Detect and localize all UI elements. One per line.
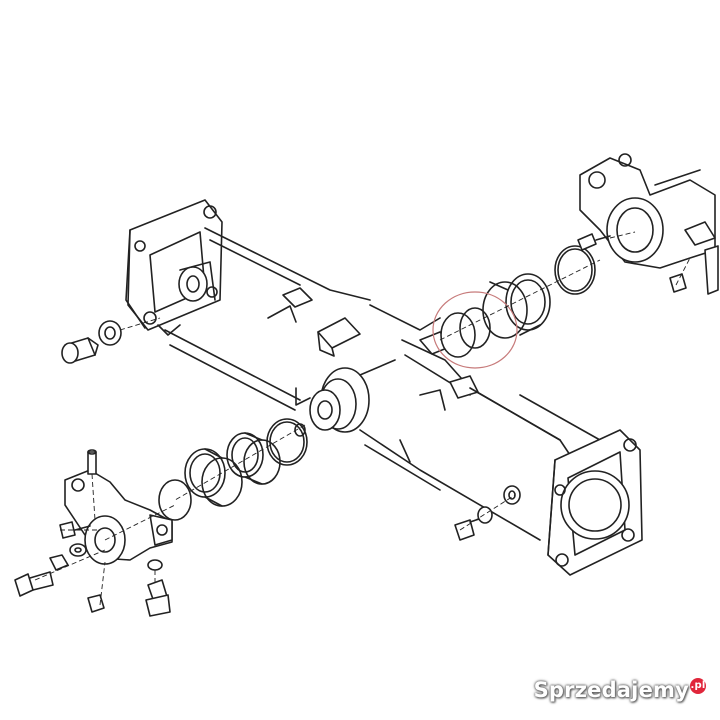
right-bushing-inner — [440, 307, 491, 358]
right-grease-nipple — [577, 233, 611, 251]
site-watermark: Sprzedajemy.pl — [534, 678, 706, 702]
left-washer-small — [69, 543, 87, 557]
right-flange-spacer — [503, 485, 521, 505]
left-plug-washer — [98, 320, 122, 346]
left-grease-nipple-2 — [87, 594, 105, 613]
left-pin — [87, 449, 97, 475]
assembly-guide-lines — [34, 231, 691, 606]
left-thrust-washer — [158, 479, 192, 521]
left-bracket-bolt — [145, 579, 171, 617]
right-small-bolt — [669, 273, 687, 293]
left-grease-nipple — [59, 521, 91, 539]
left-hex-bolt — [14, 571, 54, 597]
right-flange-washer — [477, 506, 493, 524]
ring-seal-highlight — [432, 291, 518, 369]
left-drain-plug — [61, 337, 99, 364]
watermark-text: Sprzedajemy — [533, 678, 689, 702]
right-mounting-flange — [547, 429, 643, 576]
right-o-ring — [554, 245, 596, 295]
right-bushing-large — [482, 273, 551, 339]
watermark-badge: .pl — [690, 678, 706, 694]
left-lock-washer — [147, 559, 163, 571]
left-o-ring — [266, 418, 308, 466]
left-nut — [49, 554, 69, 571]
left-mounting-flange — [125, 199, 223, 336]
axle-housing — [164, 227, 601, 541]
left-bushing-inner — [184, 448, 243, 507]
right-pivot-bracket — [579, 153, 719, 295]
